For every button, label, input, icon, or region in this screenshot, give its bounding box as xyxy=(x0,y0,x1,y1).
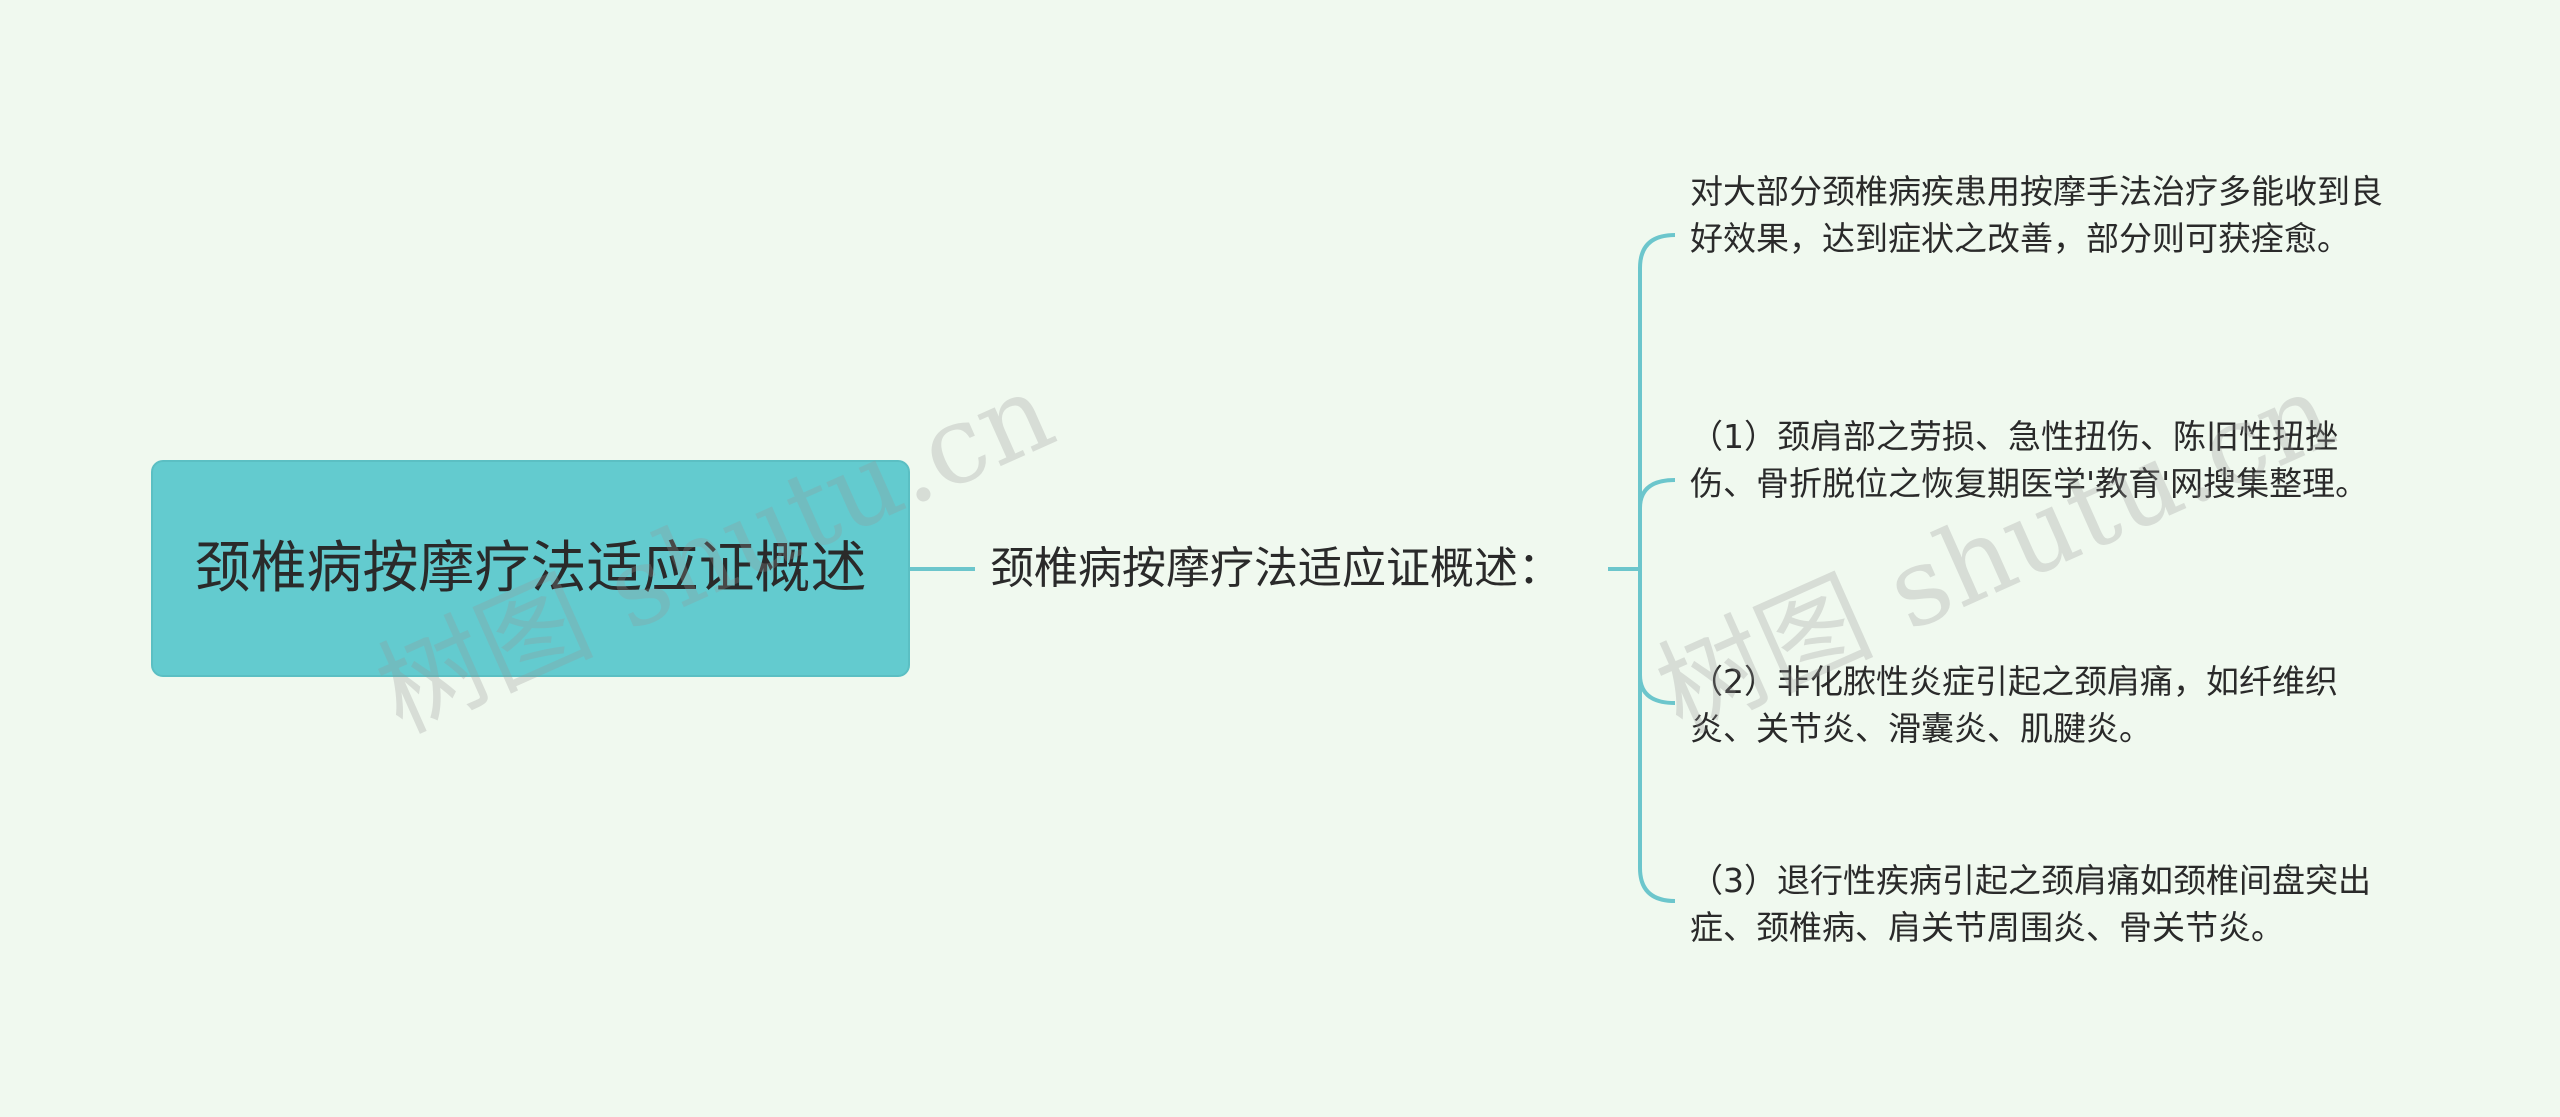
branch-stub-2 xyxy=(1638,478,1676,509)
leaf-node-1[interactable]: 对大部分颈椎病疾患用按摩手法治疗多能收到良好效果，达到症状之改善，部分则可获痊愈… xyxy=(1690,172,2383,258)
leaf-node-4[interactable]: （3）退行性疾病引起之颈肩痛如颈椎间盘突出症、颈椎病、肩关节周围炎、骨关节炎。 xyxy=(1690,861,2371,947)
leaf-node-3[interactable]: （2）非化脓性炎症引起之颈肩痛，如纤维织炎、关节炎、滑囊炎、肌腱炎。 xyxy=(1690,662,2338,748)
subtopic-node[interactable]: 颈椎病按摩疗法适应证概述： xyxy=(990,543,1562,594)
branch-bracket xyxy=(1638,233,1676,903)
root-topic-label: 颈椎病按摩疗法适应证概述 xyxy=(194,535,867,601)
leaf-node-2[interactable]: （1）颈肩部之劳损、急性扭伤、陈旧性扭挫伤、骨折脱位之恢复期医学'教育'网搜集整… xyxy=(1690,417,2369,503)
root-topic-node[interactable]: 颈椎病按摩疗法适应证概述 xyxy=(151,460,910,677)
branch-stub-3 xyxy=(1638,674,1676,705)
